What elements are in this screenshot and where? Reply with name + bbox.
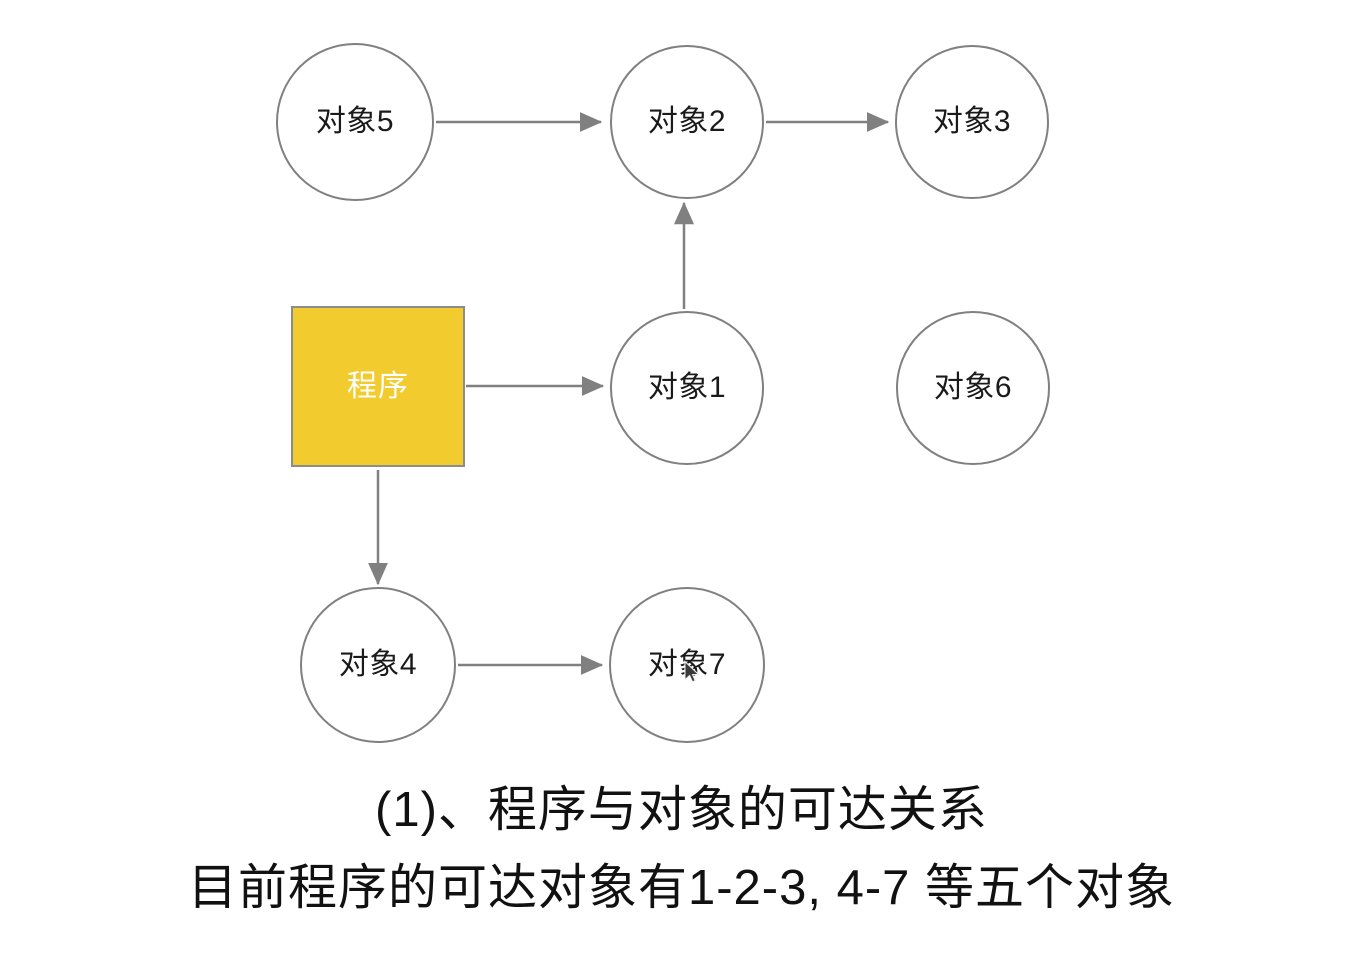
node-obj3-label: 对象3 [932,105,1012,138]
node-obj3[interactable]: 对象3 [895,45,1049,199]
caption-line-2: 目前程序的可达对象有1-2-3, 4-7 等五个对象 [187,861,1176,915]
node-obj2-label: 对象2 [647,105,727,138]
node-obj4-label: 对象4 [338,648,418,681]
node-obj6[interactable]: 对象6 [896,311,1050,465]
node-obj5-label: 对象5 [315,105,395,138]
node-obj4[interactable]: 对象4 [300,587,456,743]
caption-line-1: (1)、程序与对象的可达关系 [375,783,988,837]
node-obj2[interactable]: 对象2 [610,45,764,199]
node-obj6-label: 对象6 [933,371,1013,404]
node-program-label: 程序 [347,369,409,403]
node-obj1[interactable]: 对象1 [610,311,764,465]
node-program[interactable]: 程序 [291,306,465,467]
node-obj7[interactable]: 对象7 [609,587,765,743]
node-obj5[interactable]: 对象5 [276,43,434,201]
node-obj7-label: 对象7 [647,648,727,681]
node-obj1-label: 对象1 [647,371,727,404]
